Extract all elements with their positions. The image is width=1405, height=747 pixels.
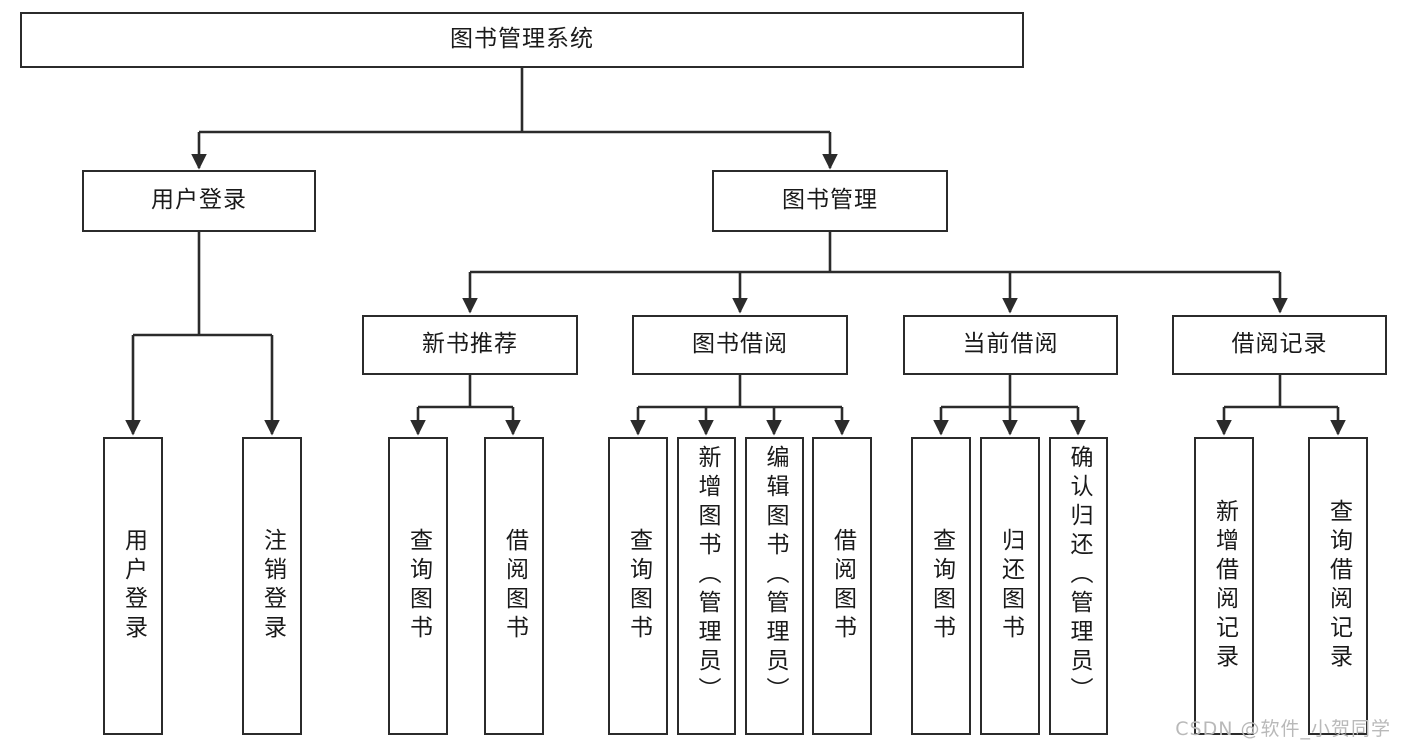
node-book-management[interactable]: 图书管理: [712, 170, 948, 232]
node-user-login[interactable]: 用户登录: [82, 170, 316, 232]
node-label: 图书借阅: [692, 331, 788, 358]
leaf-query-borrow-record[interactable]: 查询借阅记录: [1308, 437, 1368, 735]
leaf-label: 借阅图书: [501, 528, 528, 644]
watermark: CSDN @软件_小贺同学: [1175, 718, 1391, 740]
leaf-borrow-book-borrow[interactable]: 借阅图书: [812, 437, 872, 735]
leaf-label: 注销登录: [259, 528, 286, 644]
node-label: 借阅记录: [1231, 331, 1328, 358]
leaf-add-book-admin[interactable]: 新增图书（管理员）: [677, 437, 736, 735]
leaf-label: 编辑图书（管理员）: [762, 445, 788, 706]
node-label: 图书管理系统: [450, 26, 594, 53]
node-book-borrowing[interactable]: 图书借阅: [632, 315, 848, 375]
leaf-add-borrow-record[interactable]: 新增借阅记录: [1194, 437, 1254, 735]
node-label: 当前借阅: [962, 331, 1059, 358]
leaf-borrow-book-newbook[interactable]: 借阅图书: [484, 437, 544, 735]
node-root-book-management-system[interactable]: 图书管理系统: [20, 12, 1024, 68]
node-label: 新书推荐: [422, 331, 518, 358]
node-borrowing-record[interactable]: 借阅记录: [1172, 315, 1387, 375]
leaf-query-book-borrow[interactable]: 查询图书: [608, 437, 668, 735]
leaf-label: 新增图书（管理员）: [694, 445, 720, 706]
node-current-borrowing[interactable]: 当前借阅: [903, 315, 1118, 375]
leaf-label: 确认归还（管理员）: [1066, 445, 1092, 706]
leaf-label: 新增借阅记录: [1211, 499, 1238, 673]
leaf-logout[interactable]: 注销登录: [242, 437, 302, 735]
leaf-label: 查询图书: [405, 528, 432, 644]
leaf-query-book-newbook[interactable]: 查询图书: [388, 437, 448, 735]
leaf-label: 查询图书: [928, 528, 955, 644]
leaf-edit-book-admin[interactable]: 编辑图书（管理员）: [745, 437, 804, 735]
leaf-label: 查询图书: [625, 528, 652, 644]
leaf-user-login[interactable]: 用户登录: [103, 437, 163, 735]
leaf-query-book-current[interactable]: 查询图书: [911, 437, 971, 735]
node-label: 图书管理: [782, 187, 878, 214]
leaf-return-book[interactable]: 归还图书: [980, 437, 1040, 735]
node-new-book-recommendation[interactable]: 新书推荐: [362, 315, 578, 375]
leaf-label: 借阅图书: [829, 528, 856, 644]
leaf-label: 用户登录: [120, 528, 147, 644]
leaf-label: 归还图书: [997, 528, 1024, 644]
leaf-label: 查询借阅记录: [1325, 499, 1352, 673]
node-label: 用户登录: [151, 187, 247, 214]
leaf-confirm-return-admin[interactable]: 确认归还（管理员）: [1049, 437, 1108, 735]
